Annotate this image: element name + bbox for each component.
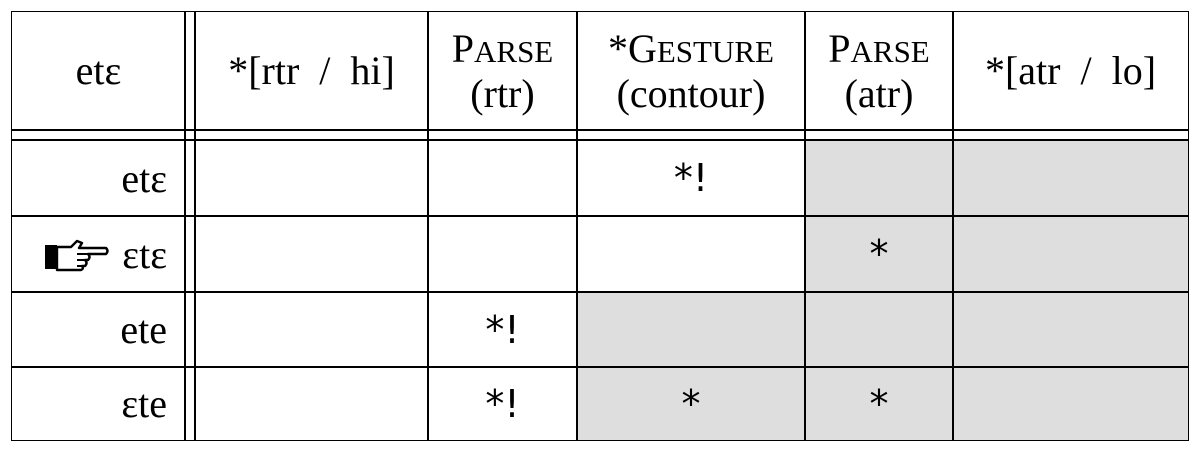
constraint-label: *[atr / lo]: [984, 48, 1157, 93]
violation-mark: *: [869, 232, 889, 276]
violation-cell: [805, 140, 953, 216]
input-form: etɛ: [75, 48, 122, 93]
constraint-header-4: PARSE (atr): [805, 12, 953, 130]
constraint-header-1: *[rtr / hi]: [195, 12, 428, 130]
constraint-header-2: PARSE (rtr): [428, 12, 577, 130]
violation-cell: [428, 140, 577, 216]
constraint-label: *[rtr / hi]: [228, 48, 395, 93]
column-rule: [427, 12, 429, 440]
header-double-rule-top: [12, 129, 1188, 131]
candidate-cell: etɛ: [12, 140, 185, 216]
constraint-header-3: *GESTURE (contour): [577, 12, 805, 130]
violation-cell: [428, 216, 577, 292]
column-rule: [952, 12, 954, 440]
violation-mark: *!: [485, 381, 520, 426]
constraint-header-5: *[atr / lo]: [953, 12, 1188, 130]
violation-cell: *: [805, 216, 953, 292]
violation-cell: [953, 140, 1188, 216]
pointing-hand-icon: [45, 239, 109, 272]
violation-mark: *: [681, 381, 701, 426]
violation-cell: [953, 367, 1188, 440]
violation-cell: *!: [577, 140, 805, 216]
candidate-double-rule-left: [184, 12, 186, 440]
candidate-cell: ɛte: [12, 367, 185, 440]
candidate-double-rule-right: [194, 12, 196, 440]
ot-tableau: etɛ *[rtr / hi] PARSE (rtr) *GESTURE (co…: [11, 11, 1189, 441]
violation-cell: [805, 292, 953, 367]
violation-cell: [195, 140, 428, 216]
violation-cell: [577, 216, 805, 292]
violation-cell: [577, 292, 805, 367]
row-rule: [12, 215, 1188, 217]
violation-cell: [195, 367, 428, 440]
header-double-rule-bottom: [12, 139, 1188, 141]
candidate-form: ete: [120, 307, 167, 352]
violation-cell: [953, 216, 1188, 292]
input-cell: etɛ: [12, 12, 185, 130]
candidate-cell: ete: [12, 292, 185, 367]
candidate-form: ɛtɛ: [122, 231, 167, 277]
candidate-form: ɛte: [121, 381, 167, 426]
constraint-argument: (rtr): [470, 70, 535, 116]
column-rule: [804, 12, 806, 440]
column-rule: [576, 12, 578, 440]
constraint-argument: (atr): [844, 70, 914, 116]
violation-cell: *!: [428, 292, 577, 367]
violation-cell: [195, 216, 428, 292]
violation-cell: *: [805, 367, 953, 440]
candidate-cell: ɛtɛ: [12, 216, 185, 292]
violation-mark: *: [869, 381, 889, 426]
violation-mark: *!: [485, 307, 520, 352]
violation-cell: *: [577, 367, 805, 440]
violation-cell: *!: [428, 367, 577, 440]
candidate-form: etɛ: [121, 155, 167, 201]
constraint-name: *GESTURE: [607, 25, 774, 71]
constraint-name: PARSE: [451, 25, 554, 71]
row-rule: [12, 291, 1188, 293]
row-rule: [12, 366, 1188, 368]
constraint-name: PARSE: [828, 25, 930, 71]
violation-cell: [195, 292, 428, 367]
violation-cell: [953, 292, 1188, 367]
violation-mark: *!: [673, 156, 709, 200]
constraint-argument: (contour): [616, 70, 766, 116]
